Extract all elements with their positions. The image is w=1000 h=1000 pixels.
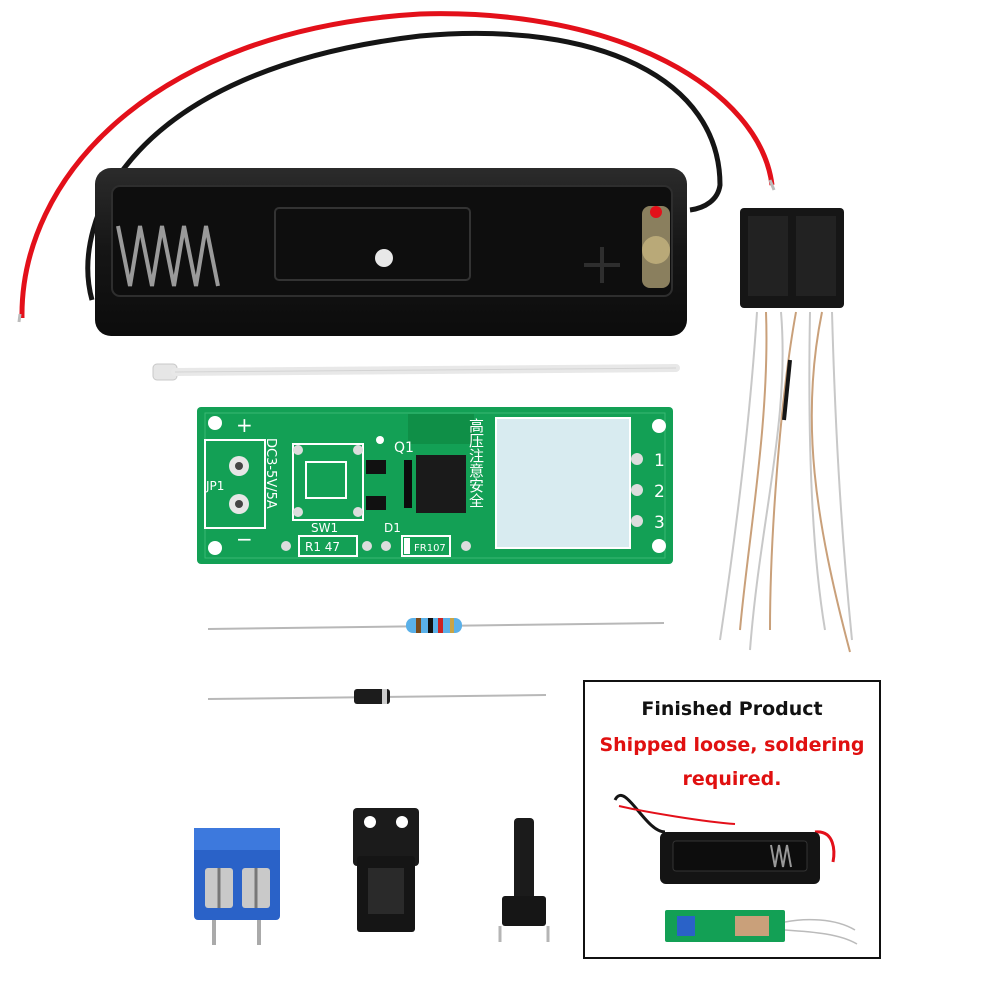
- battery-holder: [95, 168, 687, 336]
- pcb-r1-label: R1 47: [305, 540, 340, 554]
- pcb-jp1-label: JP1: [205, 479, 224, 493]
- pcb-pin2-label: 2: [654, 482, 665, 502]
- battery-spring: [116, 225, 220, 287]
- pcb-voltage-label: DC3-5V/5A: [263, 438, 278, 509]
- cable-tie: [152, 363, 680, 381]
- finished-product-photo: [613, 794, 858, 945]
- pcb-sw1-label: SW1: [311, 521, 338, 535]
- mosfet: [353, 808, 419, 932]
- diode: [207, 689, 547, 704]
- inset-title: Finished Product: [641, 698, 823, 720]
- pcb-pin1-label: 1: [654, 451, 665, 471]
- screw-terminal: [194, 828, 280, 945]
- pcb-q1-label: Q1: [394, 440, 414, 456]
- pcb-d1-label: D1: [384, 521, 401, 535]
- finished-product-inset: Finished Product Shipped loose, solderin…: [583, 680, 881, 959]
- inset-note-line1: Shipped loose, soldering: [599, 734, 865, 756]
- hv-transformer: [719, 208, 853, 653]
- pcb-board: + − DC3-5V/5A JP1 Q1 SW1 D1 R1 47 FR107 …: [197, 407, 673, 564]
- pcb-minus-label: −: [236, 527, 253, 551]
- resistor: [207, 618, 665, 633]
- push-button: [498, 818, 550, 942]
- pcb-fr107-label: FR107: [414, 543, 446, 554]
- pcb-pin3-label: 3: [654, 513, 665, 533]
- pcb-warning-label: 高压注意安全: [467, 418, 485, 508]
- inset-note-line2: required.: [682, 768, 782, 790]
- pcb-plus-label: +: [236, 413, 253, 437]
